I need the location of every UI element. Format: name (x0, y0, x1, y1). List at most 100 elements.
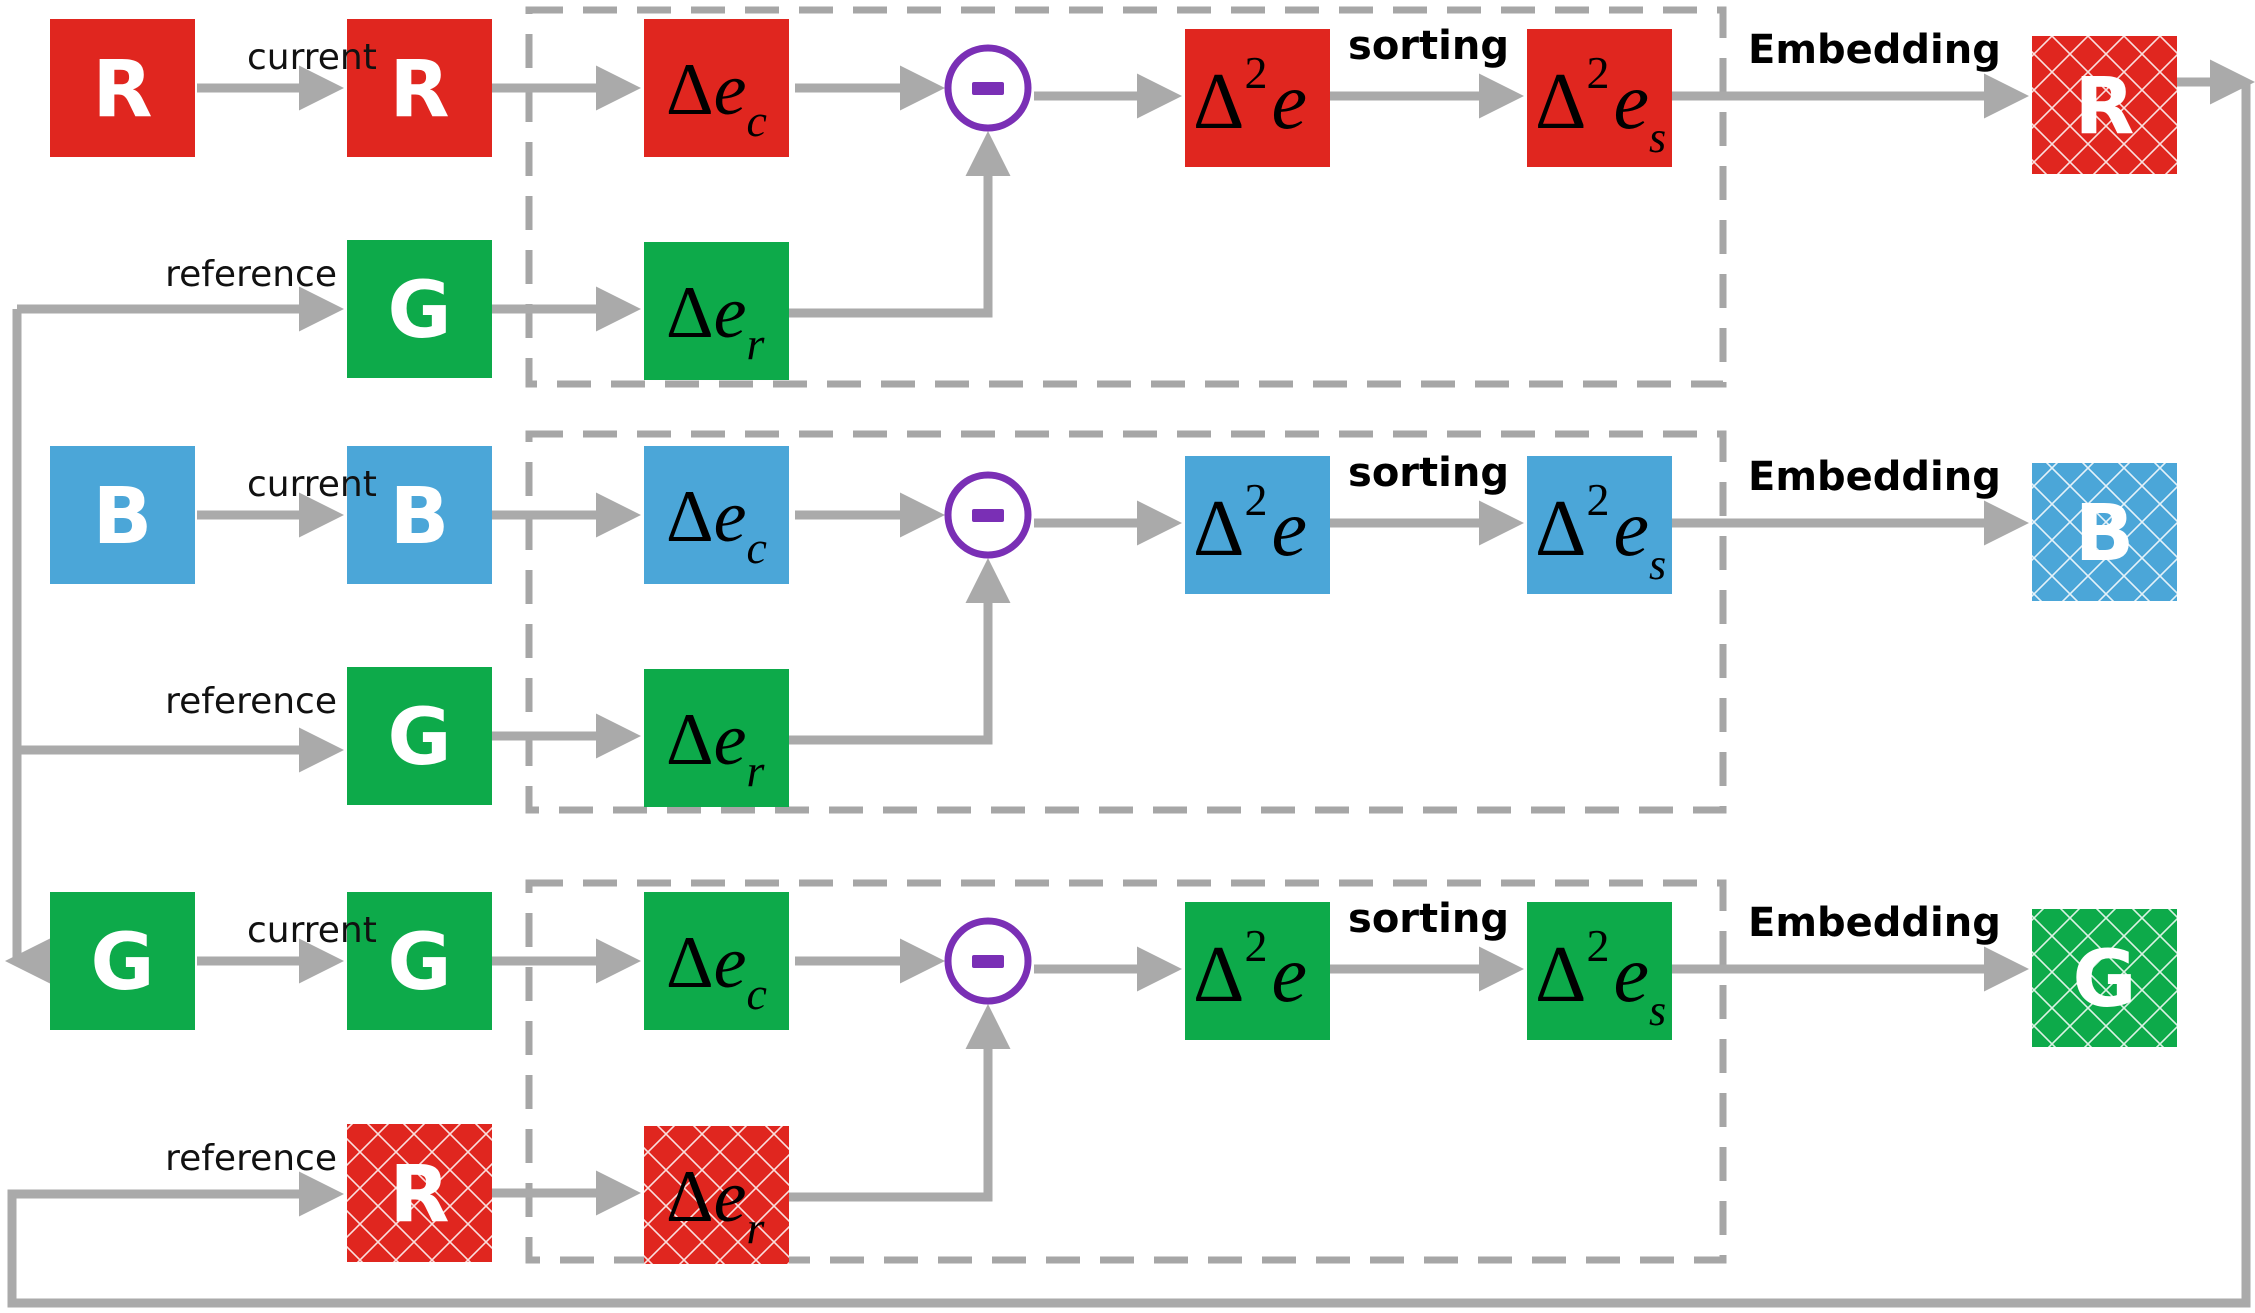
row-g-minus-node (944, 917, 1032, 1005)
row-b-delta2e-sorted-box-fill (1527, 456, 1672, 594)
row-r-delta-er-to-minus-arrow (789, 131, 1011, 318)
row-r-reference-box: G (347, 240, 492, 378)
subscript: r (746, 745, 765, 796)
row-b-reference-box: G (347, 667, 492, 805)
row-r-delta2e-box: Δ2e (1185, 29, 1330, 167)
row-b-processing-region (525, 430, 1727, 814)
row-r-delta2e-sorted-box-formula: Δ2es (1535, 47, 1666, 162)
e-symbol: e (714, 922, 747, 1004)
delta-symbol: Δ (1193, 485, 1244, 573)
row-r-embedded-box: R (2032, 36, 2177, 174)
minus-icon (972, 955, 1004, 968)
row-r-embedded-box-letter: R (2074, 62, 2134, 152)
row-r-delta-ec-box-formula: Δec (666, 49, 767, 146)
row-g-delta-ec-box: Δec (644, 892, 789, 1030)
e-symbol: e (1613, 58, 1649, 146)
row-b-reference-label: reference (165, 681, 337, 722)
row-g-delta2e-sorted-box: Δ2es (1527, 902, 1672, 1040)
delta-symbol: Δ (1535, 58, 1586, 146)
delta-symbol: Δ (666, 922, 714, 1004)
row-b-embedding-label: Embedding (1748, 454, 2001, 500)
row-r-delta-er-box-formula: Δer (666, 272, 765, 369)
minus-icon (972, 82, 1004, 95)
minus-icon (972, 509, 1004, 522)
e-symbol: e (1613, 485, 1649, 573)
subscript: s (1649, 540, 1666, 589)
row-r-delta-er-box-fill (644, 242, 789, 380)
row-b-minus-node (944, 471, 1032, 559)
subscript: c (746, 522, 766, 573)
delta-symbol: Δ (1535, 931, 1586, 1019)
row-g-reference-box: R (347, 1124, 492, 1262)
red-feedback-loop-arrow (7, 82, 2251, 1308)
superscript-2: 2 (1586, 474, 1609, 525)
e-symbol: e (714, 49, 747, 131)
row-g-delta2e-sorted-box-formula: Δ2es (1535, 920, 1666, 1035)
row-g-delta2e-box-formula: Δ2e (1193, 920, 1307, 1019)
e-symbol: e (714, 1156, 747, 1238)
row-g-current-box: G (347, 892, 492, 1030)
subscript: c (746, 968, 766, 1019)
row-g-input-box-letter: G (90, 918, 154, 1008)
subscript: r (746, 318, 765, 369)
row-b-input-box-fill (50, 446, 195, 584)
row-g-embedding-label: Embedding (1748, 900, 2001, 946)
row-b-input-box: B (50, 446, 195, 584)
row-g-delta-er-to-minus-arrow (789, 1004, 1011, 1202)
row-g-input-box: G (50, 892, 195, 1030)
subscript: s (1649, 113, 1666, 162)
row-b-delta-ec-box-fill (644, 446, 789, 584)
row-r-reference-box-letter: G (387, 266, 451, 356)
e-symbol: e (714, 272, 747, 354)
row-b-delta2e-box-fill (1185, 456, 1330, 594)
row-b-current-label: current (247, 464, 377, 505)
row-b-input-box-letter: B (93, 472, 152, 562)
delta-symbol: Δ (1193, 58, 1244, 146)
row-r-reference-box-fill (347, 240, 492, 378)
row-g-delta2e-sorted-box-fill (1527, 902, 1672, 1040)
row-r-minus-node (944, 44, 1032, 132)
row-g-delta-ec-box-fill (644, 892, 789, 1030)
row-r-input-box-letter: R (92, 45, 152, 135)
row-g-embedded-box-letter: G (2072, 935, 2136, 1025)
row-g-delta-er-box: Δer (644, 1126, 789, 1264)
delta-symbol: Δ (666, 272, 714, 354)
row-r-sorting-label: sorting (1348, 23, 1509, 69)
row-g-reference-box-letter: R (389, 1150, 449, 1240)
row-b-delta-ec-box-formula: Δec (666, 476, 767, 573)
row-g-reference-label: reference (165, 1138, 337, 1179)
row-r-embedding-label: Embedding (1748, 27, 2001, 73)
row-b-delta2e-sorted-box: Δ2es (1527, 456, 1672, 594)
subscript: s (1649, 986, 1666, 1035)
hatch-pattern (2032, 909, 2177, 1047)
superscript-2: 2 (1586, 920, 1609, 971)
subscript: c (746, 95, 766, 146)
row-g-embedded-box: G (2032, 909, 2177, 1047)
delta-symbol: Δ (1193, 931, 1244, 1019)
row-g-delta-ec-box-formula: Δec (666, 922, 767, 1019)
row-b-delta-er-to-minus-arrow (789, 558, 1011, 745)
row-r-current-box: R (347, 19, 492, 157)
superscript-2: 2 (1244, 920, 1267, 971)
row-g-sorting-label: sorting (1348, 896, 1509, 942)
e-symbol: e (1271, 485, 1307, 573)
e-symbol: e (1613, 931, 1649, 1019)
hatch-pattern (347, 1124, 492, 1262)
delta-symbol: Δ (666, 1156, 714, 1238)
row-b-delta-er-box: Δer (644, 669, 789, 807)
row-g-delta-er-box-formula: Δer (666, 1156, 765, 1253)
row-b-current-box-fill (347, 446, 492, 584)
delta-symbol: Δ (666, 476, 714, 558)
row-r-current-label: current (247, 37, 377, 78)
row-b-delta-ec-box: Δec (644, 446, 789, 584)
row-g-current-label: current (247, 910, 377, 951)
row-b-delta2e-box: Δ2e (1185, 456, 1330, 594)
e-symbol: e (714, 476, 747, 558)
row-b-embedded-box-letter: B (2075, 489, 2134, 579)
row-r-input-box-fill (50, 19, 195, 157)
superscript-2: 2 (1244, 47, 1267, 98)
hatch-pattern (2032, 36, 2177, 174)
row-r-processing-region (525, 6, 1727, 388)
row-r-delta-er-box: Δer (644, 242, 789, 380)
